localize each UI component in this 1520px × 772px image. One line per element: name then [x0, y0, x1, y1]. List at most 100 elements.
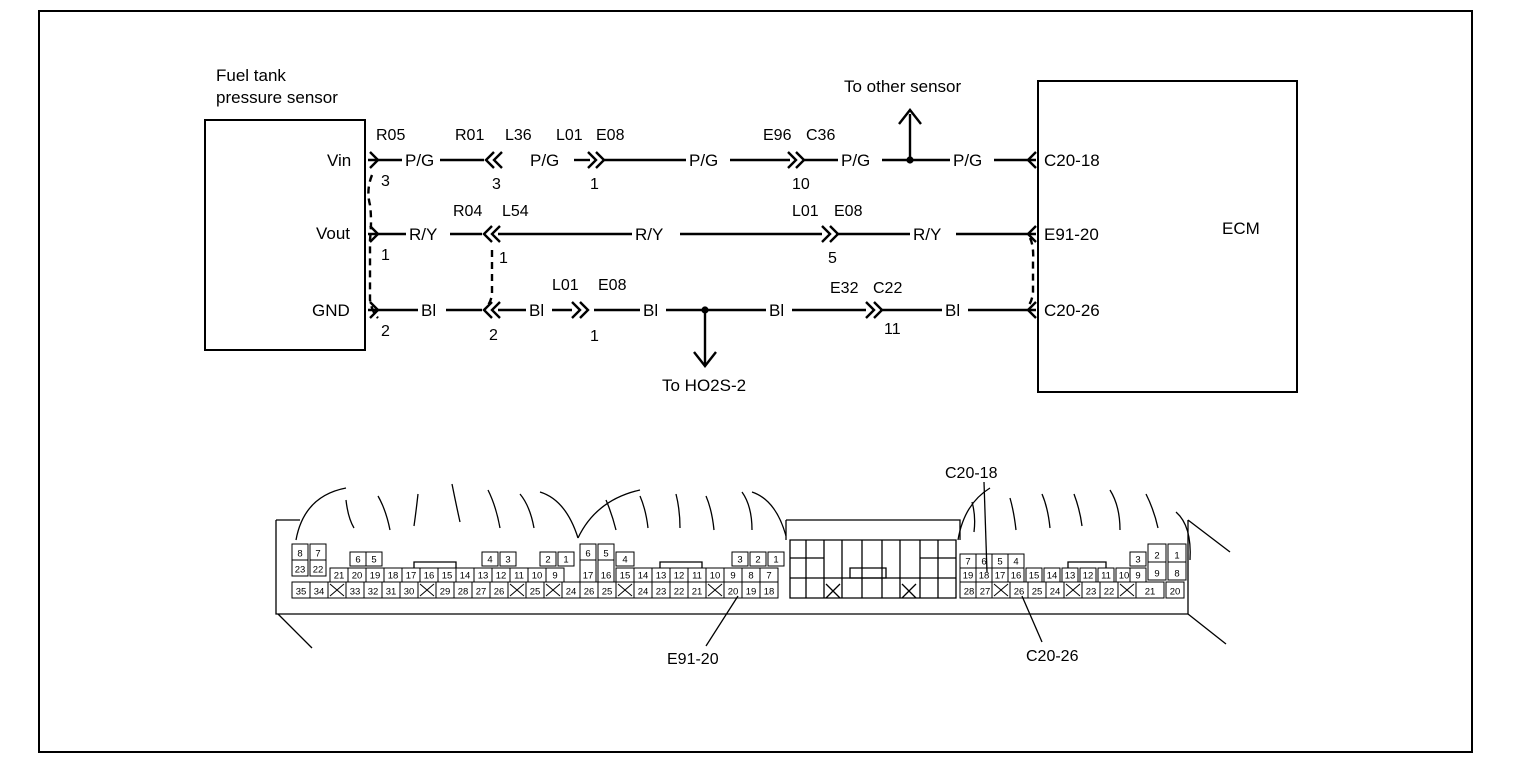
blank-pin-cross: [545, 583, 561, 597]
connector-pin-number: 10: [532, 571, 543, 582]
connector-pin-number: 9: [730, 571, 735, 582]
callout-leader: [1021, 595, 1043, 643]
connector-pin-number: 27: [476, 587, 487, 598]
connector-pin-number: 11: [1101, 571, 1111, 582]
connector-pin-cell: [557, 551, 575, 567]
connector-pin-number: 28: [458, 587, 469, 598]
connector-pin-number: 4: [487, 555, 492, 566]
to-ho2s-2-arrow: [693, 351, 717, 368]
pin-number: 1: [590, 176, 599, 193]
connector-pin-number: 11: [514, 571, 524, 582]
connector-code: R04: [453, 203, 482, 220]
wire-color-label: P/G: [530, 151, 559, 170]
connector-pin-number: 14: [1047, 571, 1058, 582]
callout-c20-18: C20-18: [945, 465, 998, 482]
row2-connector-symbols: [369, 225, 1037, 243]
connector-pin-cell: [767, 551, 785, 567]
terminal-gnd: GND: [312, 301, 350, 320]
connector-pin-number: 26: [584, 587, 595, 598]
connector-pin-number: 29: [440, 587, 451, 598]
connector-pin-number: 7: [315, 549, 320, 560]
blank-pin-cross: [509, 583, 525, 597]
connector-pin-number: 16: [424, 571, 435, 582]
connector-pin-number: 24: [1050, 587, 1061, 598]
connector-pin-cell: [365, 551, 383, 567]
wire-color-label: R/Y: [409, 225, 437, 244]
ecm-box: [1037, 80, 1298, 393]
connector-pin-number: 18: [388, 571, 399, 582]
connector-code: R05: [376, 127, 405, 144]
connector-pin-number: 23: [656, 587, 667, 598]
pin-number: 2: [489, 327, 498, 344]
connector-pin-number: 12: [1083, 571, 1094, 582]
connector-pin-number: 32: [368, 587, 379, 598]
connector-pin-number: 7: [766, 571, 771, 582]
sensor-title-1: Fuel tank: [216, 66, 286, 85]
blank-pin-cross: [707, 583, 723, 597]
connector-pin-number: 2: [1154, 551, 1159, 562]
ecm-pin-e91-20: E91-20: [1044, 225, 1099, 244]
connector-pin-number: 10: [710, 571, 721, 582]
connector-pin-number: 28: [964, 587, 975, 598]
connector-pin-number: 4: [1013, 557, 1018, 568]
connector-pin-cell: [309, 559, 327, 577]
blank-pin-cross: [1119, 583, 1135, 597]
terminal-vin: Vin: [327, 151, 351, 170]
callout-leader: [983, 481, 988, 573]
connector-pin-number: 25: [530, 587, 541, 598]
connector-pin-number: 8: [1174, 569, 1179, 580]
ecm-connector-face: [275, 483, 1231, 649]
connector-code: C36: [806, 127, 835, 144]
connector-pin-number: 14: [638, 571, 649, 582]
connector-code: L36: [505, 127, 532, 144]
connector-pin-cell: [1165, 581, 1185, 599]
connector-pin-number: 21: [1145, 587, 1156, 598]
pin-number: 10: [792, 176, 810, 193]
connector-pin-number: 25: [602, 587, 613, 598]
connector-pin-number: 24: [638, 587, 649, 598]
connector-pin-cell: [1167, 561, 1187, 581]
connector-pin-number: 5: [997, 557, 1002, 568]
connector-pin-number: 1: [563, 555, 568, 566]
connector-pin-number: 23: [1086, 587, 1097, 598]
connector-code: L01: [556, 127, 583, 144]
connector-pin-number: 22: [1104, 587, 1115, 598]
connector-pin-number: 6: [355, 555, 360, 566]
connector-pin-number: 13: [478, 571, 489, 582]
wire-color-label: Bl: [643, 301, 658, 320]
connector-pin-number: 14: [460, 571, 471, 582]
connector-pin-cell: [1135, 581, 1165, 599]
outer-frame: [38, 10, 1473, 753]
wire-color-label: P/G: [841, 151, 870, 170]
connector-code: E08: [834, 203, 863, 220]
row1-connector-symbols: [369, 151, 1037, 169]
wire-color-label: R/Y: [913, 225, 941, 244]
connector-pin-cell: [499, 551, 517, 567]
pin-number: 3: [381, 173, 390, 190]
pin-number: 1: [499, 250, 508, 267]
connector-pin-number: 15: [442, 571, 453, 582]
blank-pin-cross: [419, 583, 435, 597]
connector-pin-number: 2: [545, 555, 550, 566]
connector-pin-number: 21: [692, 587, 703, 598]
connector-pin-cell: [539, 551, 557, 567]
connector-pin-number: 12: [674, 571, 685, 582]
wire-color-label: P/G: [953, 151, 982, 170]
connector-pin-number: 26: [1014, 587, 1025, 598]
connector-pin-number: 35: [296, 587, 307, 598]
pin-number: 2: [381, 323, 390, 340]
junction-dashed-line: [483, 250, 494, 311]
blank-pin-cross: [329, 583, 345, 597]
connector-pin-number: 20: [728, 587, 739, 598]
connector-code: E96: [763, 127, 792, 144]
connector-pin-cell: [291, 559, 309, 577]
connector-pin-number: 1: [1174, 551, 1179, 562]
connector-pin-number: 12: [496, 571, 507, 582]
callout-leader: [705, 595, 739, 647]
wire-color-label: P/G: [689, 151, 718, 170]
connector-pin-number: 11: [692, 571, 702, 582]
ecm-pin-c20-26: C20-26: [1044, 301, 1100, 320]
connector-pin-cell: [731, 551, 749, 567]
connector-pin-number: 9: [1154, 569, 1159, 580]
connector-code: L54: [502, 203, 529, 220]
